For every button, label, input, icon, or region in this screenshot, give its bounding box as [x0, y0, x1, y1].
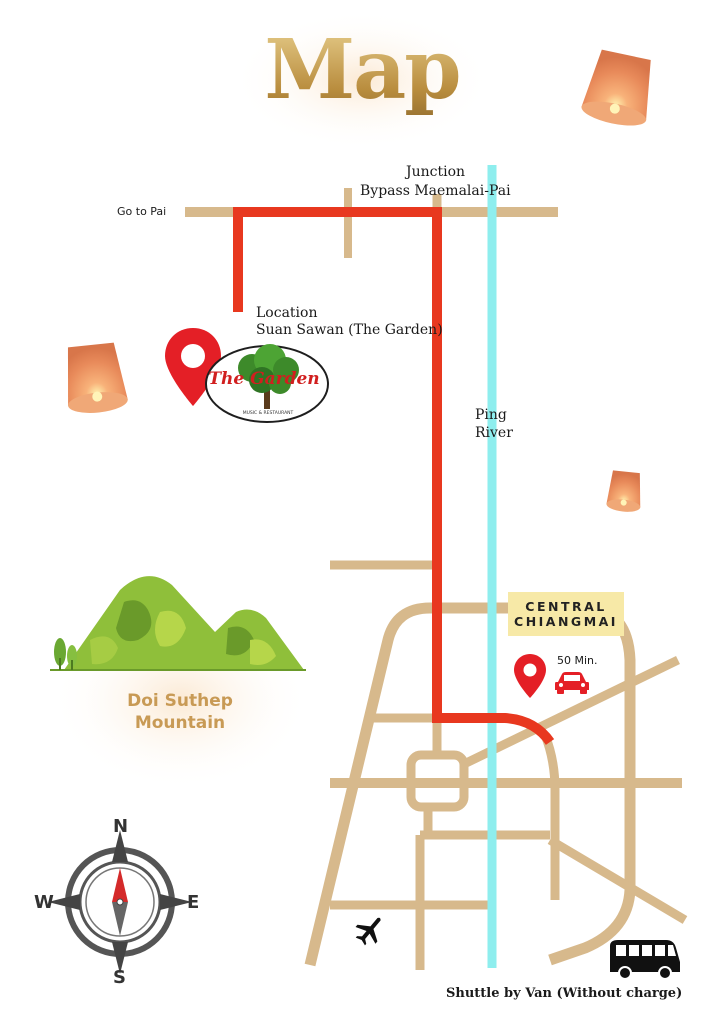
road-south-east-diagonal — [547, 836, 688, 924]
logo-name: The Garden — [208, 369, 319, 389]
location-label-line1: Location — [256, 305, 318, 321]
travel-time-label: 50 Min. — [557, 654, 598, 667]
sky-lantern-icon — [581, 49, 651, 126]
mountain-label: Doi Suthep Mountain — [90, 690, 270, 734]
airplane-icon — [355, 917, 381, 946]
logo-subtitle: MUSIC & RESTAURANT — [243, 410, 294, 416]
ping-river-label-line1: Ping — [475, 407, 507, 423]
compass-icon — [48, 830, 192, 974]
road-roundabout — [406, 750, 469, 812]
central-label-line2: CHIANGMAI — [514, 614, 618, 629]
title-glow — [232, 10, 492, 150]
go-to-pai-label: Go to Pai — [117, 205, 167, 218]
road-north-east-diagonal — [460, 655, 680, 770]
the-garden-logo[interactable]: The Garden MUSIC & RESTAURANT — [205, 344, 329, 423]
compass-north: N — [113, 816, 129, 837]
sky-lantern-icon — [606, 470, 641, 512]
shuttle-label: Shuttle by Van (Without charge) — [446, 986, 683, 1001]
map-pin-icon[interactable] — [514, 654, 546, 698]
sky-lantern-icon — [67, 342, 128, 413]
highlighted-route — [233, 207, 555, 746]
ping-river-label: Ping River — [475, 406, 513, 442]
van-icon — [610, 940, 680, 980]
road-east-inner — [540, 733, 560, 900]
compass-east: E — [187, 892, 200, 913]
compass-south: S — [113, 967, 126, 988]
junction-label-line1: Junction — [406, 164, 466, 180]
compass-west: W — [34, 892, 54, 913]
mountain-label-line1: Doi Suthep — [127, 691, 233, 711]
mountain-label-line2: Mountain — [134, 713, 226, 733]
junction-label-line2: Bypass Maemalai-Pai — [360, 183, 511, 199]
junction-label: Junction Bypass Maemalai-Pai — [360, 163, 511, 201]
central-label-line1: CENTRAL — [525, 599, 607, 614]
car-icon — [555, 672, 589, 694]
ping-river-label-line2: River — [475, 425, 513, 441]
location-label: Location Suan Sawan (The Garden) — [256, 305, 443, 339]
location-label-line2: Suan Sawan (The Garden) — [256, 322, 443, 338]
mountain-icon — [50, 576, 306, 671]
page-title: Map — [0, 22, 724, 118]
tree-icon — [238, 344, 299, 409]
central-chiangmai-label[interactable]: CENTRAL CHIANGMAI — [508, 592, 624, 636]
